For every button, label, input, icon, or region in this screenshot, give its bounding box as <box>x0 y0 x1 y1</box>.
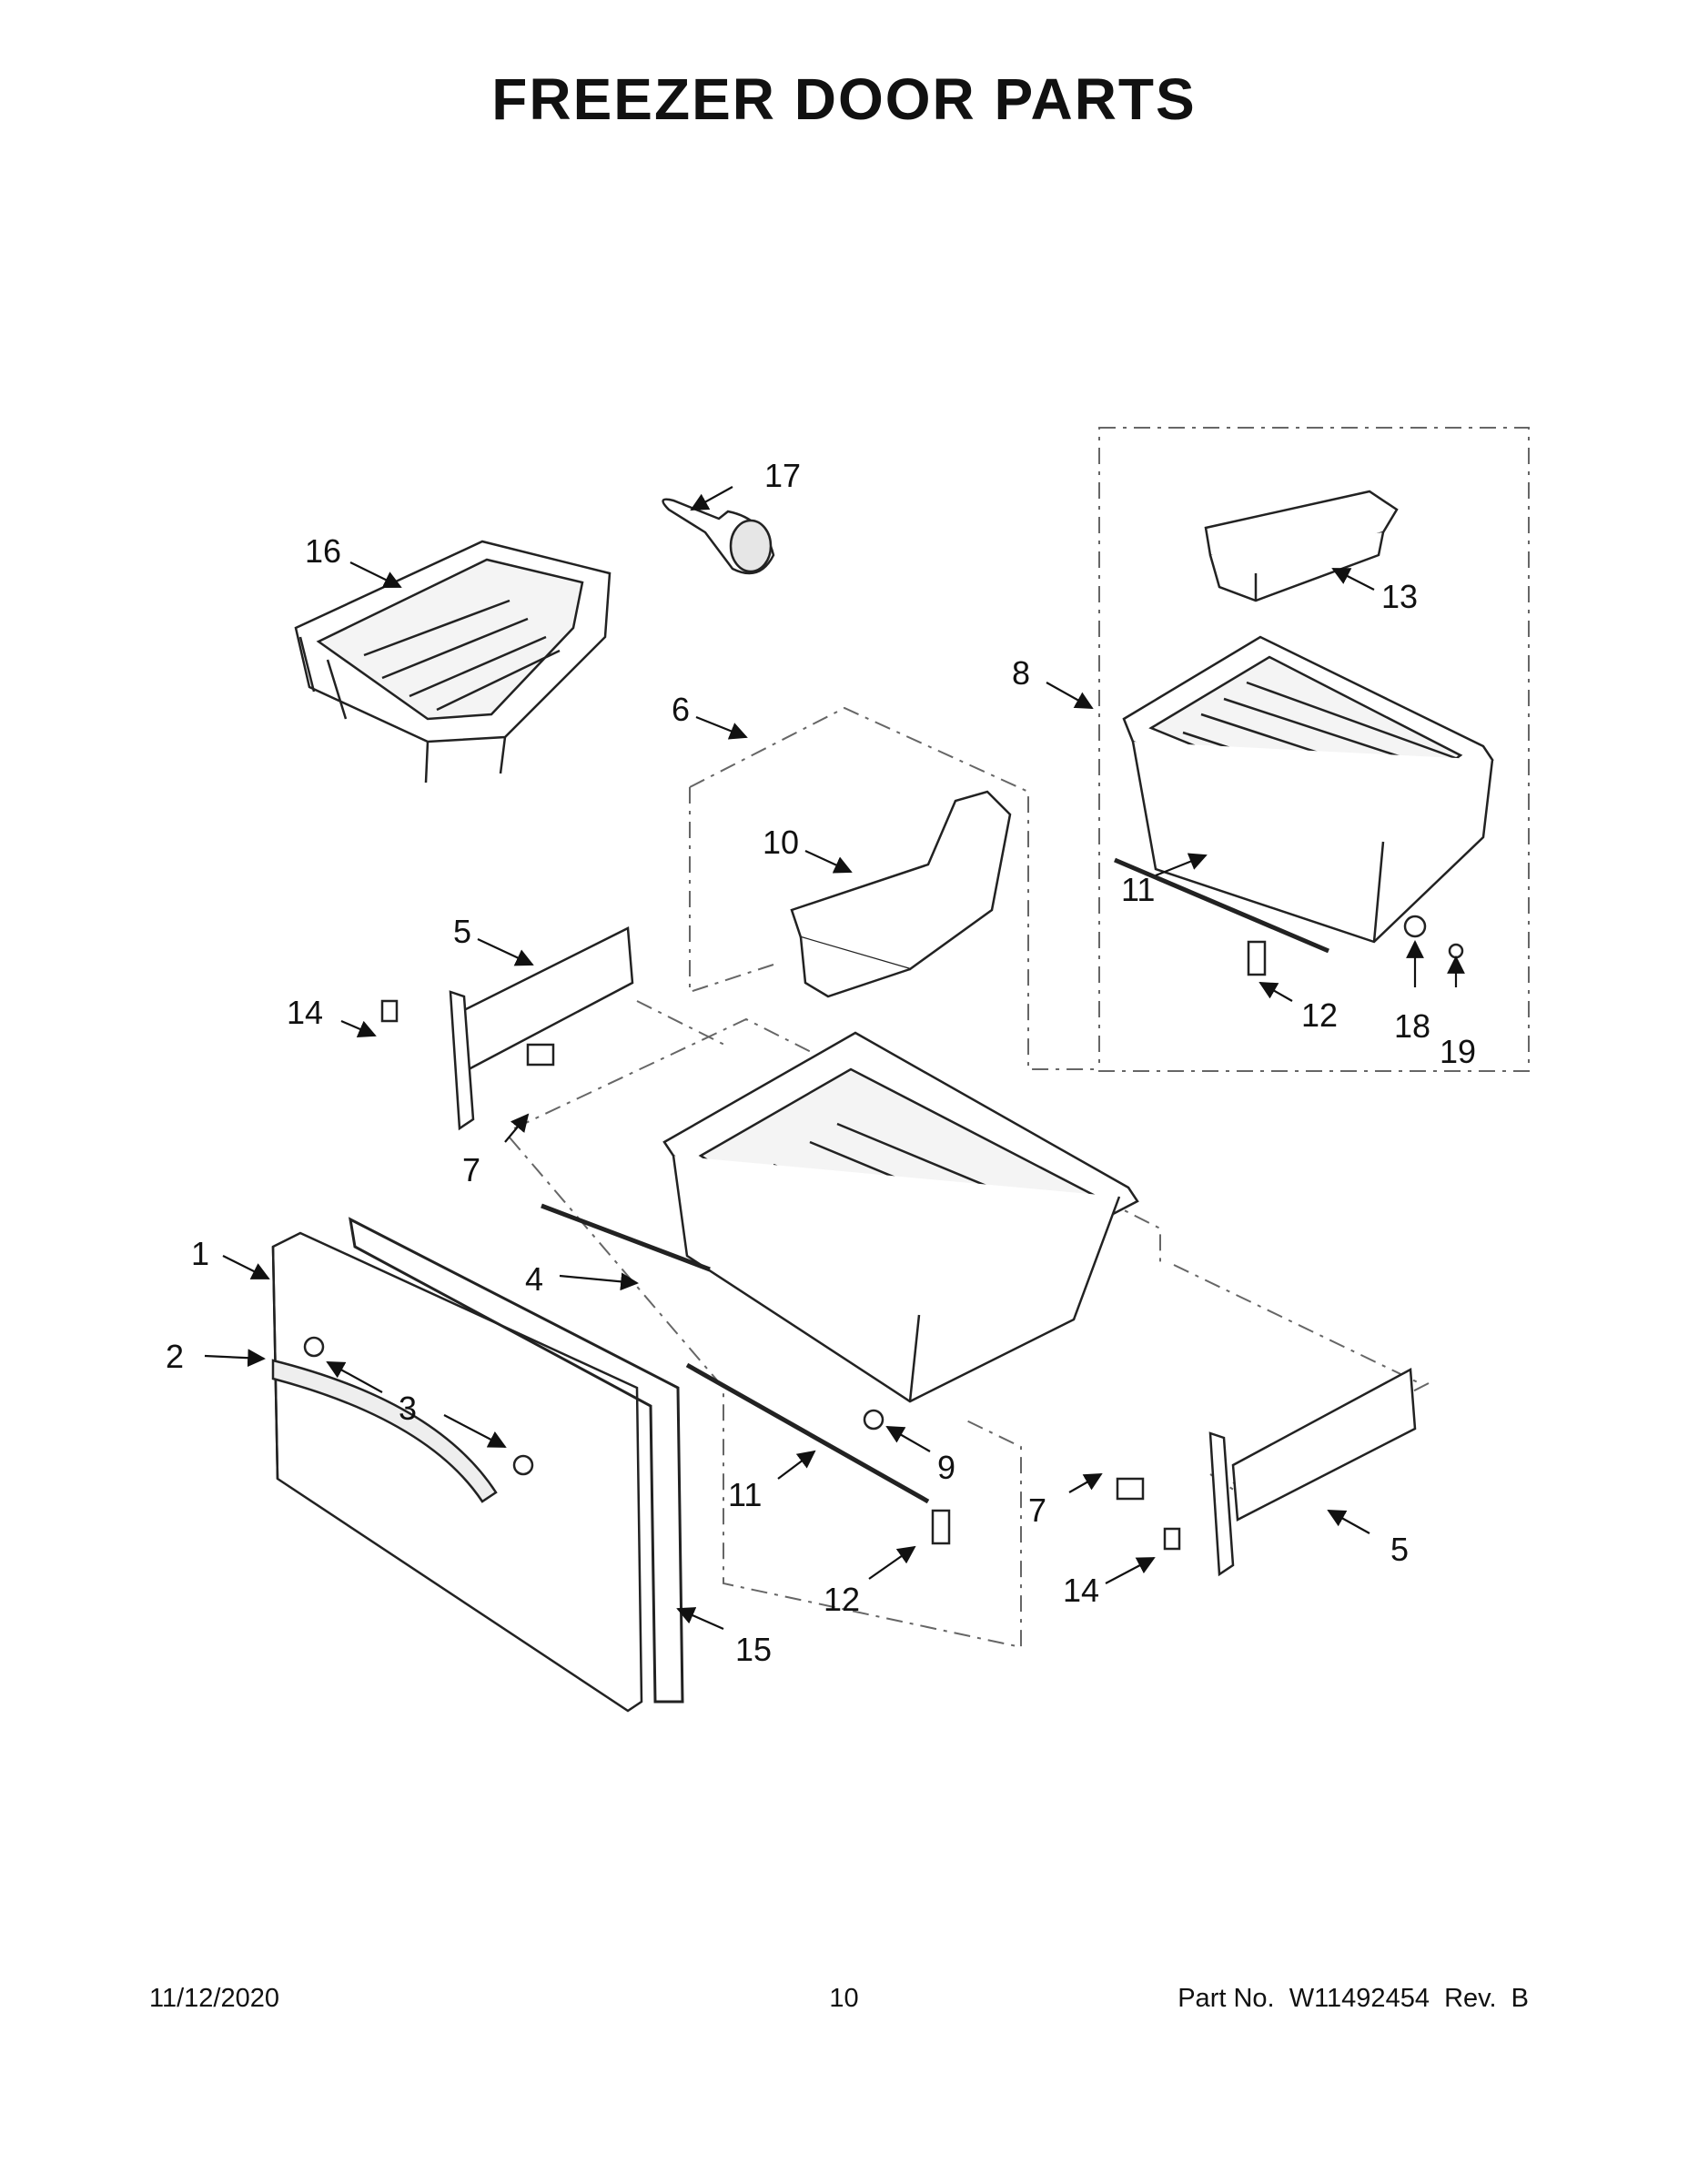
part-16-ice-bin <box>294 540 612 784</box>
part-1-door-panel <box>271 1231 643 1713</box>
callout-13: 13 <box>1381 578 1418 615</box>
upper-basket-group-box <box>1098 427 1530 1072</box>
callout-5-left: 5 <box>453 913 471 950</box>
callout-16: 16 <box>305 532 341 570</box>
callout-5-right: 5 <box>1390 1531 1409 1568</box>
callout-10: 10 <box>763 824 799 861</box>
callout-6: 6 <box>672 691 690 728</box>
assembly-outlines <box>509 427 1530 1649</box>
part-6-lower-basket <box>662 1031 1139 1403</box>
callout-8: 8 <box>1012 654 1030 692</box>
rail-guide-lines <box>636 1000 1430 1493</box>
callout-15: 15 <box>735 1631 772 1668</box>
callout-17: 17 <box>764 457 801 494</box>
part-15-door-gasket <box>349 1217 684 1704</box>
part-8-upper-basket <box>1122 635 1494 944</box>
part-17-ice-scoop <box>662 498 775 575</box>
leader-arrows <box>204 486 1465 1631</box>
small-hardware <box>303 915 1464 1551</box>
footer-page-number: 10 <box>829 1984 859 2013</box>
part-5-left-slide-rail <box>449 926 634 1131</box>
footer-part-number: Part No. W11492454 Rev. B <box>1178 1984 1529 2013</box>
callout-7-right: 7 <box>1028 1491 1046 1529</box>
callout-2: 2 <box>166 1338 184 1375</box>
callout-9: 9 <box>937 1449 955 1486</box>
callout-11-upper: 11 <box>1121 871 1155 908</box>
callout-11-lower: 11 <box>728 1476 762 1513</box>
part-4-and-11-strips <box>541 857 1329 1504</box>
callout-12-lower: 12 <box>824 1581 860 1618</box>
callout-4: 4 <box>525 1260 543 1298</box>
callout-18: 18 <box>1394 1007 1430 1045</box>
callout-19: 19 <box>1440 1033 1476 1070</box>
footer-date: 11/12/2020 <box>149 1984 279 2013</box>
callout-14-right: 14 <box>1063 1572 1099 1609</box>
callout-14-left: 14 <box>287 994 323 1031</box>
callout-12-upper: 12 <box>1301 996 1338 1034</box>
callout-7-left: 7 <box>462 1151 480 1188</box>
part-13-divider-bin <box>1204 490 1399 602</box>
callout-3: 3 <box>399 1390 417 1427</box>
callout-labels: 16 17 13 8 6 10 5 14 7 1 4 2 3 9 11 7 5 … <box>166 457 1476 1668</box>
callout-1: 1 <box>191 1235 209 1272</box>
page-title: FREEZER DOOR PARTS <box>491 66 1197 132</box>
part-10-lower-divider <box>790 790 1012 998</box>
part-5-right-slide-rail <box>1208 1367 1417 1577</box>
